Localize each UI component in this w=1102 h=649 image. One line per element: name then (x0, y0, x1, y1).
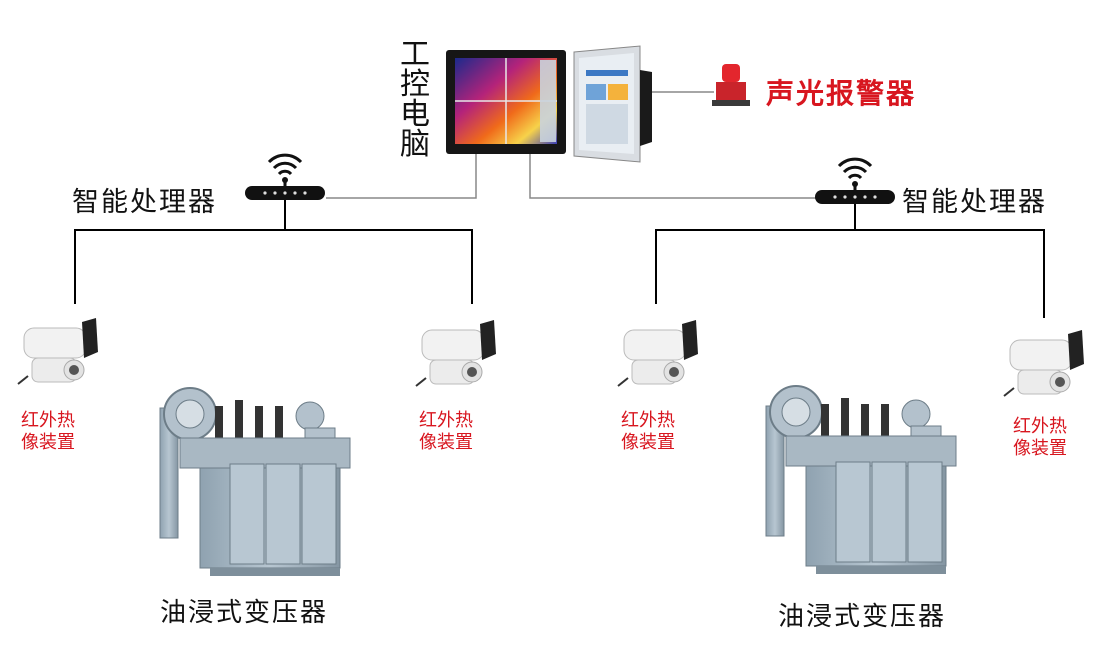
thermal-camera-icon (617, 319, 699, 387)
camera-label-line1: 红外热 (21, 410, 75, 431)
camera-label-line2: 像装置 (21, 432, 75, 453)
thermal-camera-icon (415, 319, 497, 387)
processor-label-left: 智能处理器 (72, 187, 217, 218)
camera-label-line2: 像装置 (1013, 438, 1067, 459)
link-ipc-right (529, 152, 816, 199)
camera-label-4: 红外热 像装置 (1000, 416, 1080, 460)
camera-label-line1: 红外热 (1013, 416, 1067, 437)
thermal-camera-icon (17, 317, 99, 385)
camera-label-line1: 红外热 (621, 410, 675, 431)
transformer-icon (159, 387, 351, 577)
monitor-icon (446, 50, 566, 154)
processor-label-right: 智能处理器 (902, 187, 1047, 218)
alarm-label: 声光报警器 (766, 77, 917, 110)
transformer-label-right: 油浸式变压器 (778, 602, 947, 632)
transformer-icon (765, 385, 957, 575)
camera-label-2: 红外热 像装置 (406, 410, 486, 454)
bus-left (74, 229, 473, 304)
connection-lines (74, 91, 1045, 318)
camera-label-line2: 像装置 (621, 432, 675, 453)
thermal-camera-icon (1003, 329, 1085, 397)
camera-label-1: 红外热 像装置 (8, 410, 88, 454)
alarm-siren-icon (712, 64, 750, 106)
bus-right (655, 229, 1045, 318)
wireless-router-icon (813, 157, 897, 206)
monitor-icon (573, 45, 652, 163)
transformer-label-left: 油浸式变压器 (160, 598, 329, 628)
camera-label-line2: 像装置 (419, 432, 473, 453)
camera-label-3: 红外热 像装置 (608, 410, 688, 454)
wireless-router-icon (243, 153, 327, 202)
link-ipc-left (326, 152, 477, 199)
camera-label-line1: 红外热 (419, 410, 473, 431)
ipc-label: 工控电脑 (400, 37, 430, 162)
